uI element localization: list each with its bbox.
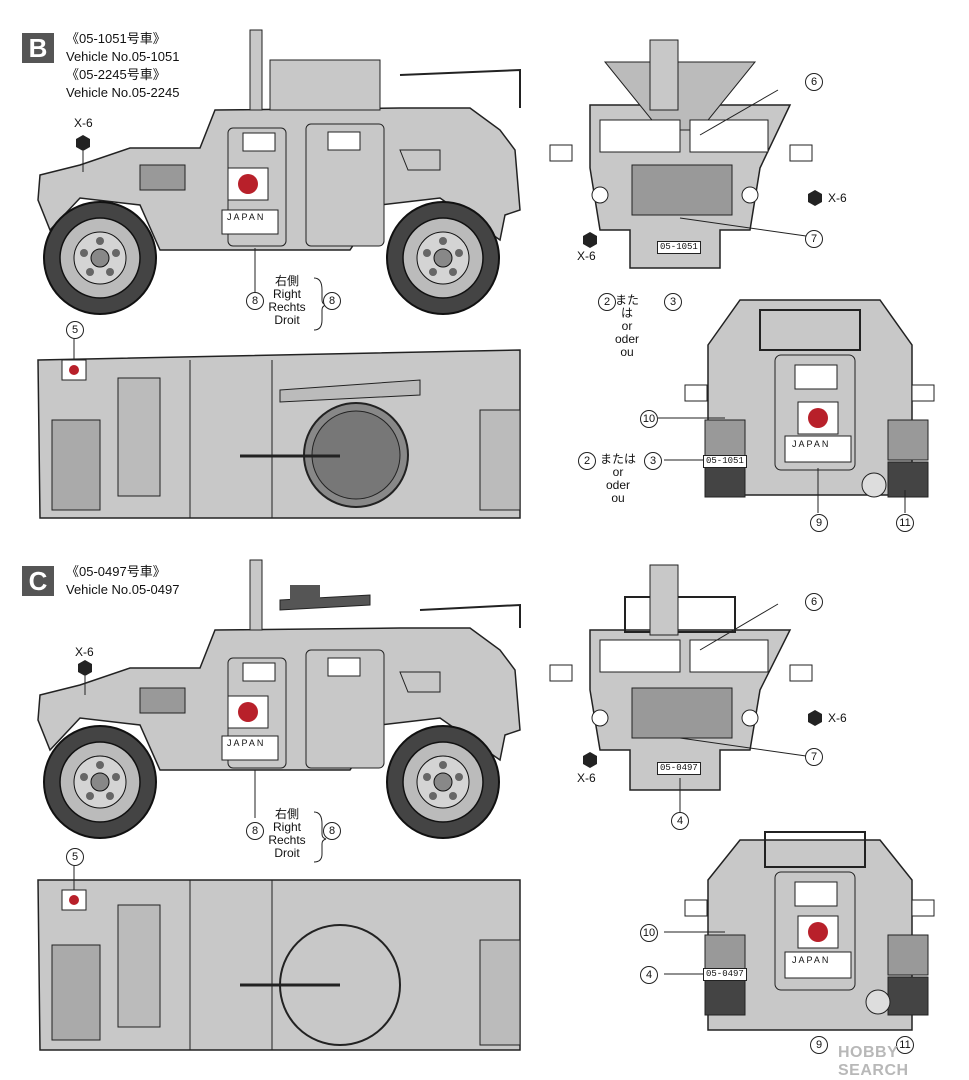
section-b-header: 《05-1051号車》 Vehicle No.05-1051 《05-2245号… — [66, 30, 179, 102]
or-note-front-b: または or oder ou — [612, 294, 642, 359]
callout-9: 9 — [810, 1036, 828, 1054]
japan-text-side-c: JAPAN — [227, 738, 266, 748]
front-view-b — [549, 39, 822, 269]
side-note-line: Rechts — [268, 833, 306, 847]
side-note-line: Droit — [274, 846, 300, 860]
callout-11: 11 — [896, 1036, 914, 1054]
callout-4: 4 — [640, 966, 658, 984]
callout-10: 10 — [640, 410, 658, 428]
side-note-line: Right — [272, 287, 301, 301]
callout-3: 3 — [664, 293, 682, 311]
callout-6: 6 — [805, 593, 823, 611]
callout-5: 5 — [66, 321, 84, 339]
paint-code-label: X-6 — [577, 249, 596, 263]
callout-5: 5 — [66, 848, 84, 866]
front-plate-c: 05-0497 — [657, 762, 701, 775]
section-c-header: 《05-0497号車》 Vehicle No.05-0497 — [66, 563, 179, 599]
or-line: または — [614, 293, 639, 320]
top-view-c — [37, 866, 521, 1051]
header-line: Vehicle No.05-1051 — [66, 49, 180, 64]
side-note-line: 右側 — [274, 274, 299, 288]
section-c-badge: C — [22, 566, 54, 596]
callout-7: 7 — [805, 748, 823, 766]
or-line: ou — [620, 345, 634, 359]
paint-code-label: X-6 — [828, 191, 847, 205]
japan-text-rear-b: JAPAN — [792, 439, 831, 449]
rear-view-c — [664, 831, 935, 1031]
rear-plate-c: 05-0497 — [703, 968, 747, 981]
side-note-c: 右側 Right Rechts Droit — [262, 808, 312, 860]
watermark: HOBBY SEARCH — [838, 1044, 909, 1079]
or-line: または — [599, 452, 636, 466]
header-line: Vehicle No.05-0497 — [66, 582, 180, 597]
side-note-line: Rechts — [268, 300, 306, 314]
paint-code-label: X-6 — [577, 771, 596, 785]
callout-6: 6 — [805, 73, 823, 91]
or-line: oder — [605, 478, 631, 492]
paint-code-label: X-6 — [75, 645, 94, 659]
or-line: or — [621, 319, 633, 333]
callout-11: 11 — [896, 514, 914, 532]
side-note-b: 右側 Right Rechts Droit — [262, 275, 312, 327]
callout-9: 9 — [810, 514, 828, 532]
callout-3: 3 — [644, 452, 662, 470]
callout-8: 8 — [246, 822, 264, 840]
or-note-rear-b: または or oder ou — [598, 453, 638, 505]
callout-4: 4 — [671, 812, 689, 830]
header-line: Vehicle No.05-2245 — [66, 85, 180, 100]
japan-text-rear-c: JAPAN — [792, 955, 831, 965]
rear-plate-b: 05-1051 — [703, 455, 747, 468]
callout-8: 8 — [246, 292, 264, 310]
or-line: ou — [611, 491, 625, 505]
or-line: oder — [614, 332, 640, 346]
header-line: 《05-1051号車》 — [66, 31, 166, 46]
rear-view-b — [658, 299, 935, 513]
callout-8: 8 — [323, 822, 341, 840]
callout-7: 7 — [805, 230, 823, 248]
header-line: 《05-0497号車》 — [66, 564, 166, 579]
header-line: 《05-2245号車》 — [66, 67, 166, 82]
callout-8: 8 — [323, 292, 341, 310]
front-view-c — [549, 564, 822, 812]
japan-text-side-b: JAPAN — [227, 212, 266, 222]
side-note-line: Droit — [274, 313, 300, 327]
top-view-b — [37, 339, 521, 519]
side-note-line: 右側 — [274, 807, 299, 821]
front-plate-b: 05-1051 — [657, 241, 701, 254]
callout-2: 2 — [598, 293, 616, 311]
section-b-badge: B — [22, 33, 54, 63]
or-line: or — [612, 465, 624, 479]
paint-code-label: X-6 — [828, 711, 847, 725]
paint-code-label: X-6 — [74, 116, 93, 130]
side-view-b — [37, 29, 521, 315]
callout-2: 2 — [578, 452, 596, 470]
side-note-line: Right — [272, 820, 301, 834]
side-view-c — [37, 559, 521, 839]
callout-10: 10 — [640, 924, 658, 942]
